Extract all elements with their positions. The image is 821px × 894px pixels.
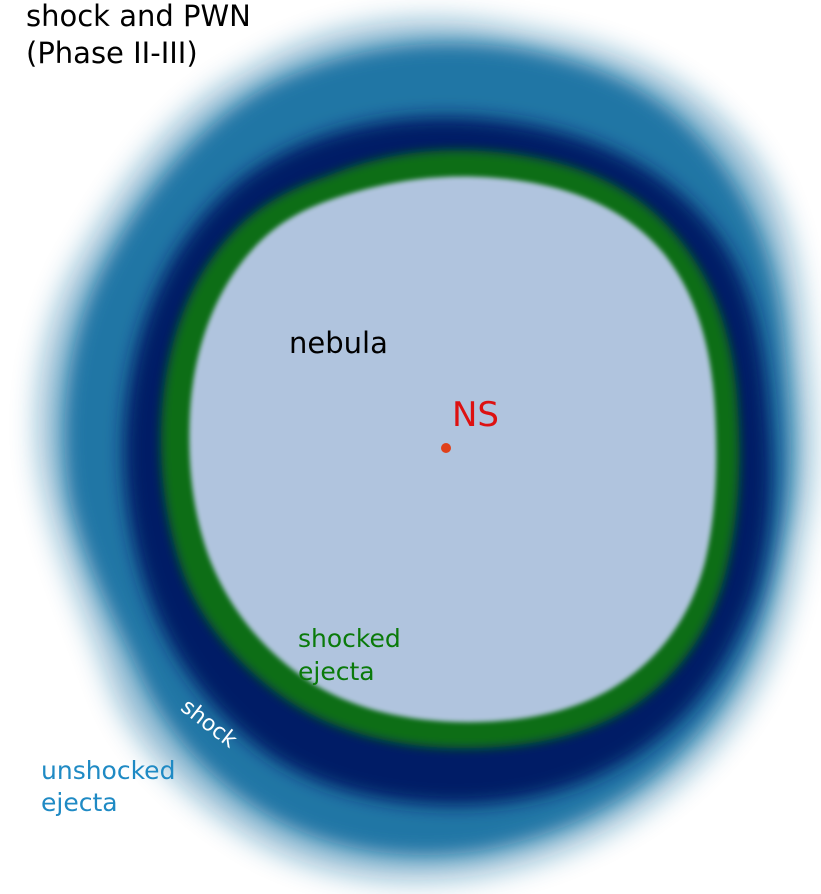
- neutron-star-dot: [441, 443, 451, 453]
- nebula-region: [189, 176, 717, 723]
- title-line-2: (Phase II-III): [26, 36, 198, 70]
- unshocked-ejecta-label-line-2: ejecta: [41, 788, 118, 817]
- nebula-label: nebula: [289, 326, 388, 360]
- unshocked-ejecta-label-line-1: unshocked: [41, 756, 176, 785]
- shocked-ejecta-label-line-1: shocked: [298, 624, 401, 653]
- neutron-star-label: NS: [452, 395, 500, 435]
- shocked-ejecta-label-line-2: ejecta: [298, 657, 375, 686]
- title-line-1: shock and PWN: [26, 0, 251, 33]
